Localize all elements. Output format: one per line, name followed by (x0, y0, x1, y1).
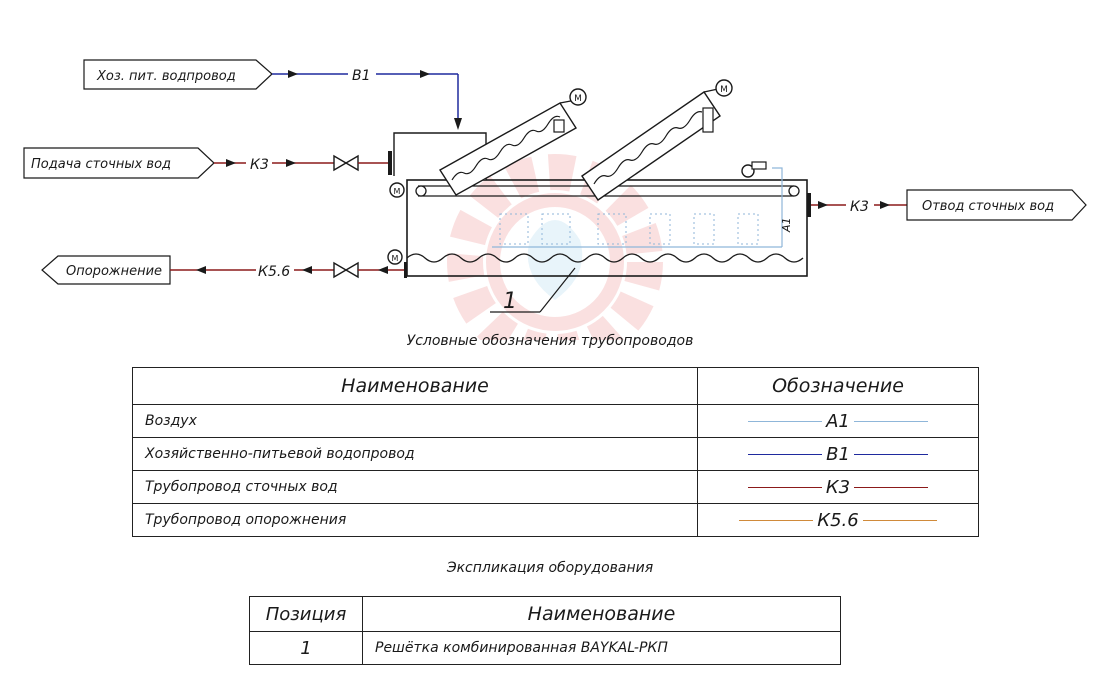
code-sewage-in: К3 (250, 157, 269, 173)
water-supply-line: Хоз. пит. водпровод В1 (83, 59, 462, 130)
legend-row-code: К5.6 (817, 509, 859, 531)
code-drain: К5.6 (258, 264, 290, 280)
equip-row-name: Решётка комбинированная BAYKAL-РКП (362, 631, 841, 665)
air-bubbles (499, 213, 759, 245)
drain-tag (41, 255, 171, 285)
outlet-sewage-tag (906, 189, 1087, 221)
grate-tank: А1 (393, 132, 808, 277)
inlet-sewage-label: Подача сточных вод (31, 157, 171, 172)
table-row: Хозяйственно-питьевой водопровод В1 (132, 437, 979, 471)
watermark-gear-logo (447, 154, 663, 340)
drain-valve-icon (333, 261, 359, 279)
inlet-valve-icon (333, 154, 359, 172)
svg-text:М: М (720, 85, 728, 95)
inlet-water-label: Хоз. пит. водпровод (96, 69, 236, 84)
legend-header-symbol: Обозначение (697, 367, 979, 405)
svg-text:М: М (574, 94, 582, 104)
callout-leader: 1 (490, 267, 576, 314)
legend-row-name: Хозяйственно-питьевой водопровод (132, 437, 698, 471)
equip-header-name: Наименование (362, 596, 841, 632)
motor-icon: М (715, 79, 733, 97)
table-row: 1 Решётка комбинированная BAYKAL-РКП (249, 631, 841, 665)
pipeline-legend-table: Наименование Обозначение Воздух А1 Хозяй… (132, 367, 979, 537)
symbol-line (748, 420, 823, 422)
symbol-line (853, 453, 928, 455)
svg-text:М: М (394, 187, 401, 196)
inlet-sewage-tag (23, 147, 215, 179)
motor-icon: М (569, 88, 587, 106)
inlet-water-tag (83, 59, 273, 90)
symbol-line (854, 486, 929, 488)
equip-row-position: 1 (249, 631, 363, 665)
legend-row-code: К3 (825, 476, 851, 498)
screw-conveyor-2 (581, 88, 721, 201)
motor-icon: М (387, 249, 403, 265)
symbol-line (739, 519, 814, 521)
screw-conveyor-1 (439, 99, 577, 196)
process-scheme: Хоз. пит. водпровод В1 Подача сточных во… (23, 59, 1087, 340)
code-sewage-out: К3 (850, 199, 869, 215)
callout-number: 1 (503, 289, 517, 314)
legend-row-name: Трубопровод опорожнения (132, 503, 698, 537)
motor-icon: М (389, 182, 405, 198)
table-row: Воздух А1 (132, 404, 979, 438)
table-row: Трубопровод опорожнения К5.6 (132, 503, 979, 537)
code-air: А1 (780, 217, 793, 233)
code-water: В1 (352, 68, 371, 84)
legend-row-code: В1 (826, 443, 850, 465)
sewage-inlet-line: Подача сточных вод К3 (23, 147, 392, 179)
legend-row-name: Трубопровод сточных вод (132, 470, 698, 504)
svg-text:М: М (392, 254, 399, 263)
equipment-title: Экспликация оборудования (446, 560, 654, 576)
symbol-line (862, 519, 937, 521)
blower-icon (741, 161, 767, 178)
outlet-sewage-label: Отвод сточных вод (922, 199, 1054, 214)
legend-row-code: А1 (826, 410, 850, 432)
sewage-outlet-line: К3 Отвод сточных вод (807, 189, 1087, 221)
equipment-table: Позиция Наименование 1 Решётка комбиниро… (249, 596, 841, 665)
legend-row-name: Воздух (132, 404, 698, 438)
symbol-line (853, 420, 928, 422)
equip-header-position: Позиция (249, 596, 363, 632)
legend-title: Условные обозначения трубопроводов (406, 333, 694, 349)
table-row: Трубопровод сточных вод К3 (132, 470, 979, 504)
drain-label: Опорожнение (66, 264, 162, 279)
symbol-line (748, 453, 823, 455)
drain-line: Опорожнение К5.6 (41, 255, 407, 285)
symbol-line (747, 486, 822, 488)
legend-header-name: Наименование (132, 367, 698, 405)
